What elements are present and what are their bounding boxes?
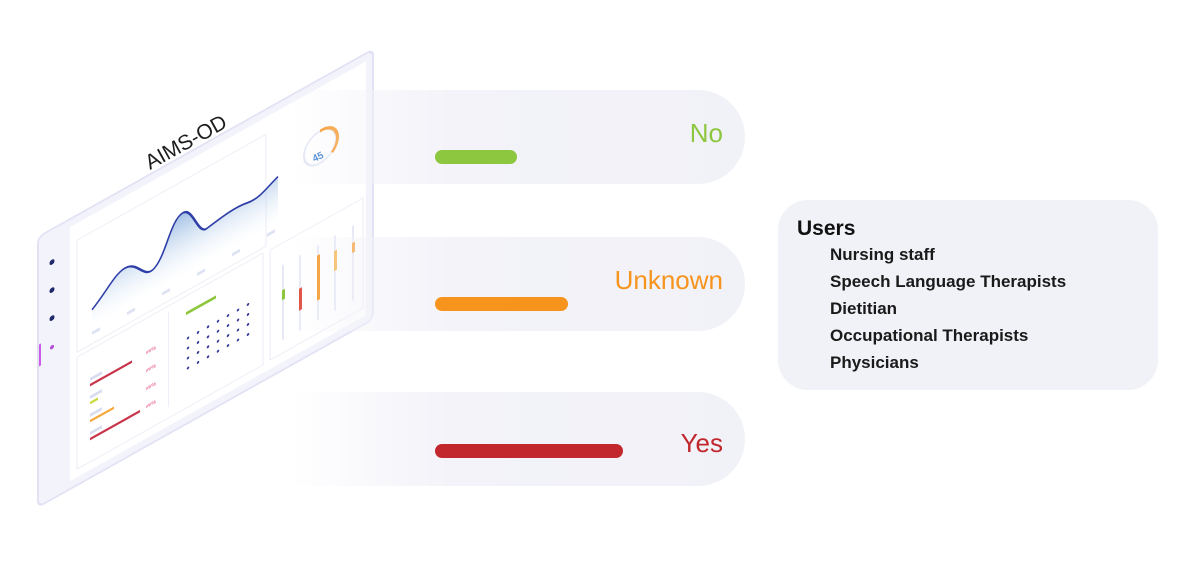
nav-dot-icon [49, 287, 55, 294]
nav-dot-icon [49, 259, 55, 266]
list-item: Dietitian [830, 299, 898, 318]
dashboard-illustration: ##% ##% ##% ##% 45 AIMS-OD [37, 50, 374, 506]
progress-panel [76, 252, 264, 470]
list-item: Nursing staff [830, 245, 935, 264]
bar-segment [282, 288, 285, 301]
percent-label: ##% [146, 381, 156, 392]
users-title: Users [797, 217, 856, 240]
answer-label: Yes [680, 428, 723, 458]
list-item: Physicians [830, 353, 919, 372]
answer-bar-no [435, 150, 517, 164]
nav-active-indicator [39, 343, 41, 367]
dot-grid [186, 302, 250, 370]
percent-label: ##% [146, 363, 156, 374]
progress-rows [90, 360, 140, 441]
list-item: Speech Language Therapists [830, 272, 1067, 291]
mini-bar [186, 295, 216, 316]
answer-label: Unknown [614, 265, 723, 295]
answer-label: No [689, 118, 723, 148]
nav-dot-icon [50, 344, 54, 350]
chart-area [92, 176, 278, 327]
answer-bar-unknown [435, 297, 568, 311]
answer-unknown: Unknown [290, 237, 745, 331]
users-card: Users Nursing staff Speech Language Ther… [778, 200, 1158, 390]
percent-label: ##% [146, 345, 156, 356]
percent-label: ##% [146, 399, 156, 410]
answer-bar-yes [435, 444, 623, 458]
nav-dot-icon [49, 315, 55, 322]
answer-no: No [290, 90, 745, 184]
list-item: Occupational Therapists [830, 326, 1029, 345]
answer-yes: Yes [290, 392, 745, 486]
chart-line [91, 175, 279, 311]
users-list: Nursing staff Speech Language Therapists… [830, 245, 1066, 380]
